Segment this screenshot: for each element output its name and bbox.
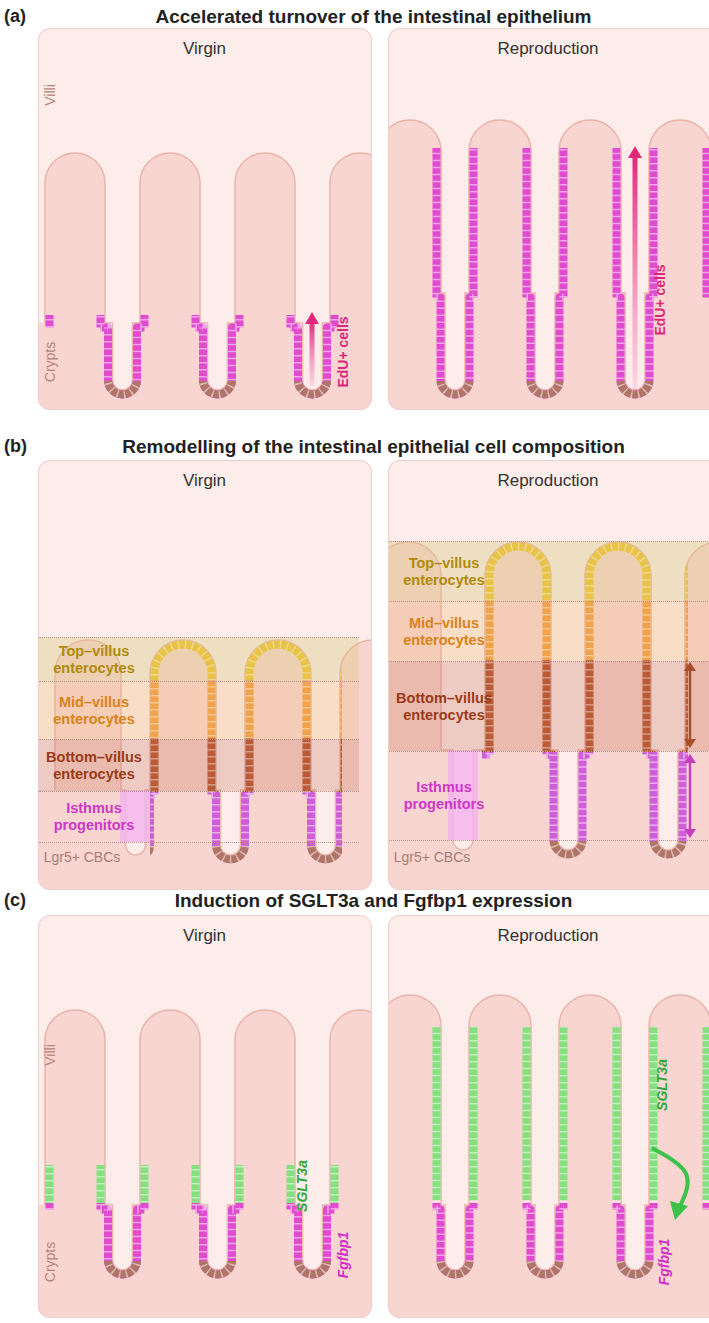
panel-letter: (b) bbox=[4, 436, 27, 457]
epithelium-lining bbox=[150, 846, 342, 860]
panel-box: Virgin bbox=[38, 915, 372, 1318]
crypt-lumen bbox=[126, 788, 336, 855]
panel-box: ReproductionTop–villus enterocytesMid–vi… bbox=[388, 460, 709, 890]
panel-illustration bbox=[338, 915, 709, 1323]
panel-heading: Reproduction bbox=[389, 471, 707, 491]
villus bbox=[140, 1010, 200, 1235]
region-label: Crypts bbox=[42, 1242, 58, 1282]
panel-heading: Virgin bbox=[39, 471, 370, 491]
band-box: Top–villus enterocytes bbox=[39, 637, 359, 681]
band-label: Top–villus enterocytes bbox=[391, 555, 497, 588]
panel-box: Virgin bbox=[38, 28, 372, 410]
epithelium-lining bbox=[388, 1027, 707, 1200]
band-box: Mid–villus enterocytes bbox=[39, 681, 359, 739]
epithelium-lining bbox=[388, 148, 707, 395]
crypt-lumen bbox=[445, 1203, 645, 1270]
epithelium-lining bbox=[482, 752, 688, 841]
epithelium-lining bbox=[50, 1261, 373, 1275]
band-box: Isthmus progenitors bbox=[39, 791, 359, 843]
panel-heading: Reproduction bbox=[389, 39, 707, 59]
gene-label: SGLT3a bbox=[654, 1059, 670, 1111]
band-box: Isthmus progenitors bbox=[389, 751, 709, 841]
band-label: Mid–villus enterocytes bbox=[41, 694, 147, 727]
induction-arrowhead bbox=[670, 1201, 688, 1220]
panel-box: VirginTop–villus enterocytesMid–villus e… bbox=[38, 460, 372, 890]
crypt-lumen bbox=[445, 291, 645, 390]
cell-type-label: Lgr5+ CBCs bbox=[40, 849, 124, 865]
crypt-lumen bbox=[453, 748, 678, 850]
edu-arrow bbox=[310, 320, 315, 386]
epithelium-lining bbox=[482, 841, 688, 855]
panel-title: Remodelling of the intestinal epithelial… bbox=[38, 436, 709, 458]
region-label: Crypts bbox=[42, 342, 58, 382]
villus bbox=[235, 1010, 295, 1235]
band-box: Top–villus enterocytes bbox=[389, 541, 709, 601]
isthmus-highlight bbox=[120, 790, 150, 842]
cell-borders bbox=[388, 148, 707, 395]
panel-illustration bbox=[338, 28, 709, 675]
band-label: Top–villus enterocytes bbox=[41, 643, 147, 676]
edu-arrowhead bbox=[305, 312, 319, 324]
band-box: Bottom–villus enterocytes bbox=[39, 739, 359, 791]
band-label: Bottom–villus enterocytes bbox=[391, 690, 497, 723]
epithelium-lining bbox=[50, 1165, 373, 1203]
epithelium-lining bbox=[482, 660, 688, 752]
induction-arrow bbox=[652, 1148, 688, 1206]
edu-arrowhead bbox=[628, 146, 642, 158]
band-label: Isthmus progenitors bbox=[391, 779, 497, 812]
region-label: Villi bbox=[42, 1044, 58, 1066]
panel-title: Accelerated turnover of the intestinal e… bbox=[38, 6, 709, 28]
marker-label: EdU+ cells bbox=[335, 316, 351, 387]
epithelium-lining bbox=[50, 381, 373, 395]
villus bbox=[649, 995, 709, 1236]
panel-heading: Virgin bbox=[39, 39, 370, 59]
cell-borders bbox=[50, 315, 373, 395]
band-box: Bottom–villus enterocytes bbox=[389, 661, 709, 751]
panel-letter: (c) bbox=[4, 890, 26, 911]
epithelium-lining bbox=[388, 381, 707, 395]
villus bbox=[559, 995, 621, 1236]
edu-arrow bbox=[633, 154, 638, 392]
marker-label: EdU+ cells bbox=[652, 264, 668, 335]
panel-illustration bbox=[0, 915, 422, 1323]
gene-label: Fgfbp1 bbox=[335, 1232, 351, 1279]
extent-arrowhead bbox=[684, 829, 696, 838]
panel-heading: Virgin bbox=[39, 926, 370, 946]
band-box: Mid–villus enterocytes bbox=[389, 601, 709, 661]
panel-title: Induction of SGLT3a and Fgfbp1 expressio… bbox=[38, 890, 709, 912]
epithelium-lining bbox=[50, 315, 373, 395]
extent-arrow bbox=[689, 760, 692, 832]
cell-borders bbox=[50, 1165, 373, 1275]
epithelium-lining bbox=[150, 792, 342, 846]
cell-borders bbox=[388, 1027, 707, 1275]
gene-label: SGLT3a bbox=[294, 1160, 310, 1212]
panel-box: Reproduction bbox=[388, 28, 709, 410]
panel-letter: (a) bbox=[4, 6, 26, 27]
band-label: Isthmus progenitors bbox=[41, 800, 147, 833]
panel-heading: Reproduction bbox=[389, 926, 707, 946]
villus bbox=[45, 1010, 105, 1235]
cell-type-label: Lgr5+ CBCs bbox=[390, 849, 474, 865]
gene-label: Fgfbp1 bbox=[656, 1239, 672, 1286]
band-label: Mid–villus enterocytes bbox=[391, 615, 497, 648]
extent-arrowhead bbox=[684, 754, 696, 763]
epithelium-lining bbox=[482, 600, 688, 660]
villus bbox=[469, 995, 531, 1236]
band-label: Bottom–villus enterocytes bbox=[41, 749, 147, 782]
epithelium-lining bbox=[50, 1203, 373, 1275]
region-label: Villi bbox=[42, 84, 58, 106]
